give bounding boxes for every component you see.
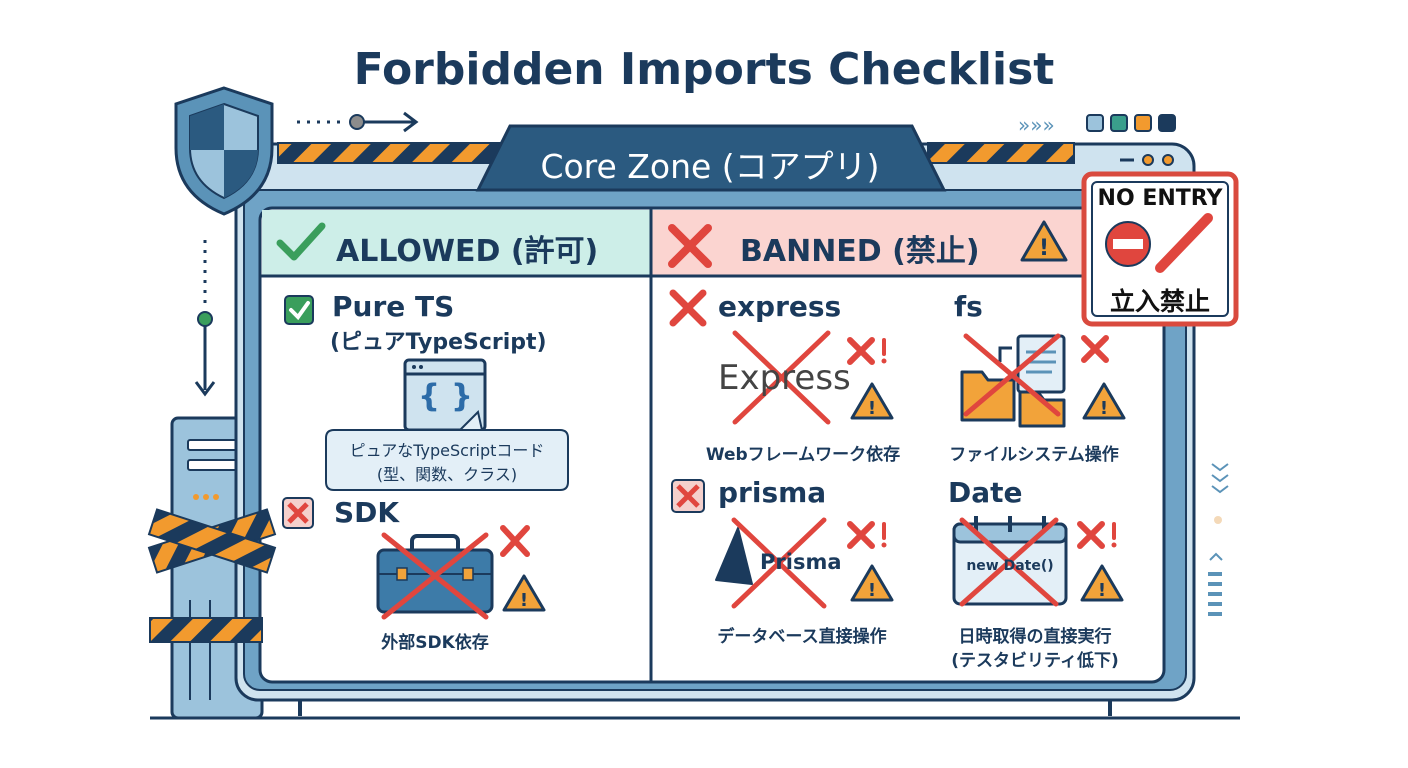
window-decor-top-right: »»» [1018, 113, 1176, 137]
caution-stripe-top-left [277, 142, 501, 164]
item-express-description: Webフレームワーク依存 [705, 445, 901, 465]
item-fs: fs [954, 290, 983, 323]
item-sdk: SDK [334, 496, 400, 529]
bubble-line-1: ピュアなTypeScriptコード [349, 441, 545, 460]
cross-icon [731, 517, 827, 609]
item-date: Date [948, 476, 1023, 509]
warning-icon: ! [1082, 382, 1126, 420]
window-decor-right [1208, 463, 1229, 616]
svg-text:!: ! [1100, 398, 1108, 419]
item-express: express [718, 290, 842, 323]
cross-icon [282, 497, 314, 529]
page-title: Forbidden Imports Checklist [353, 44, 1055, 95]
flow-connector-top [297, 111, 419, 133]
svg-text:!: ! [1098, 580, 1106, 601]
cross-icon [669, 289, 707, 327]
item-fs-description: ファイルシステム操作 [949, 445, 1119, 465]
zone-tab [475, 124, 947, 192]
svg-text:!: ! [1039, 236, 1049, 261]
no-entry-label: NO ENTRY [1097, 186, 1223, 211]
cross-icon [963, 333, 1061, 417]
calendar-code-text: new Date() [966, 558, 1054, 574]
svg-text:!: ! [868, 398, 876, 419]
svg-text:!: ! [520, 590, 528, 611]
cross-icon [1081, 335, 1109, 363]
item-prisma: prisma [718, 476, 827, 509]
cross-icon [847, 337, 887, 365]
warning-icon: ! [1080, 564, 1124, 602]
window-controls [1120, 154, 1174, 166]
cross-icon [732, 330, 831, 425]
check-icon [276, 222, 326, 261]
cross-icon [671, 479, 705, 513]
svg-text:»»»: »»» [1018, 113, 1055, 137]
cross-icon [1077, 521, 1117, 549]
allowed-header: ALLOWED (許可) [336, 234, 599, 269]
prisma-logo-text: Prisma [760, 550, 842, 574]
item-pure-ts-subtitle: (ピュアTypeScript) [330, 330, 547, 355]
express-logo-text: Express [718, 358, 851, 398]
item-pure-ts: Pure TS [332, 290, 455, 323]
no-entry-icon [1105, 213, 1213, 273]
description-bubble [325, 410, 569, 491]
item-sdk-description: 外部SDK依存 [381, 633, 489, 653]
shield-icon [174, 86, 274, 216]
caution-tape [147, 508, 277, 643]
warning-icon: ! [1020, 220, 1068, 262]
flow-connector-left [194, 240, 216, 397]
cross-icon [847, 521, 887, 549]
document-icon [998, 334, 1066, 394]
item-date-description-1: 日時取得の直接実行 [958, 627, 1112, 647]
item-date-description-2: (テスタビリティ低下) [951, 651, 1119, 671]
banned-header: BANNED (禁止) [740, 234, 980, 269]
warning-icon: ! [850, 382, 894, 420]
warning-icon: ! [502, 574, 546, 612]
warning-icon: ! [850, 564, 894, 602]
check-icon [284, 295, 314, 325]
cross-icon [381, 532, 489, 620]
bubble-line-2: (型、関数、クラス) [376, 465, 518, 484]
cross-icon [668, 224, 712, 268]
prisma-logo-icon [715, 527, 753, 585]
code-braces: { } [418, 378, 473, 414]
svg-text:!: ! [868, 580, 876, 601]
cross-icon [500, 525, 530, 557]
no-entry-label-jp: 立入禁止 [1109, 287, 1210, 316]
cross-icon [959, 517, 1059, 607]
allowed-header-bg [262, 210, 650, 275]
no-entry-sign [1081, 171, 1239, 327]
item-prisma-description: データベース直接操作 [717, 627, 887, 647]
caution-stripe-top-right [927, 142, 1075, 164]
zone-label: Core Zone (コアプリ) [540, 147, 880, 186]
